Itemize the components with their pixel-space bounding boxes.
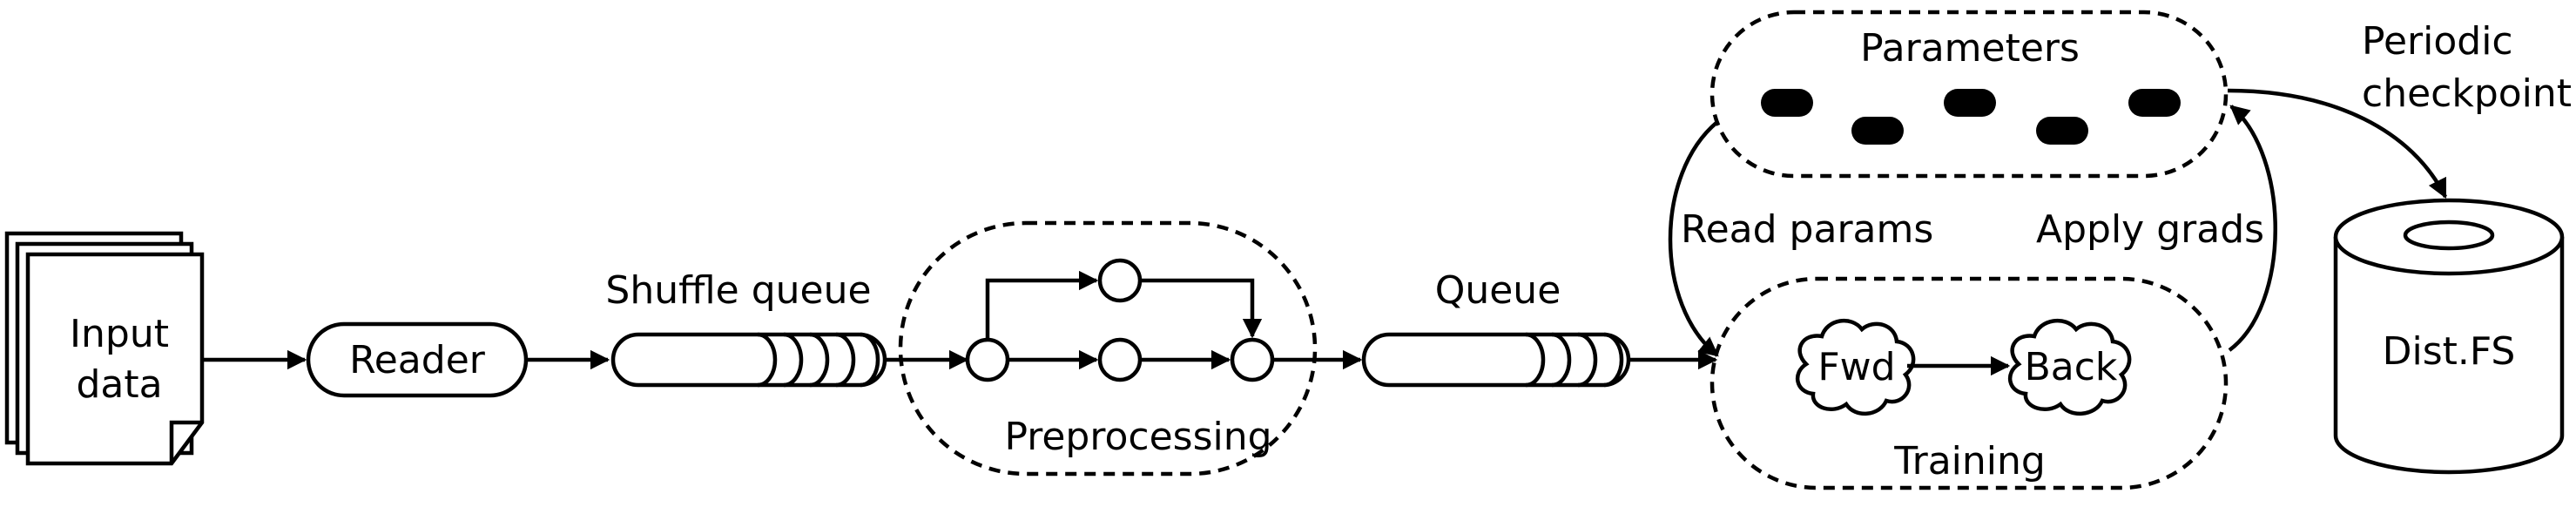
shuffle-queue-node: Shuffle queue — [605, 268, 887, 388]
input-data-document: Input data — [4, 231, 205, 466]
back-cloud — [2007, 318, 2132, 416]
arrow-read-params — [1668, 120, 1719, 357]
shuffle-queue-label: Shuffle queue — [605, 268, 871, 313]
input-data-label-line2: data — [76, 362, 162, 407]
arrow-apply-grads — [2228, 105, 2277, 352]
back-label: Back — [2025, 345, 2118, 389]
arrow-periodic-checkpoint — [2227, 88, 2448, 199]
parameters-label: Parameters — [1860, 26, 2080, 71]
periodic-label-line2: checkpoint — [2362, 71, 2572, 116]
training-group: Training Fwd Back — [1709, 276, 2229, 490]
prep-node-top — [1097, 258, 1143, 303]
param-pill-3 — [1944, 89, 1996, 117]
reader-node: Reader — [306, 321, 529, 398]
dist-fs-label: Dist.FS — [2383, 329, 2516, 374]
read-params-label: Read params — [1681, 207, 1933, 252]
preprocessing-group: Preprocessing — [898, 220, 1318, 477]
param-pill-4 — [2036, 117, 2088, 145]
prep-node-end — [1230, 337, 1275, 382]
preprocessing-label: Preprocessing — [1004, 415, 1271, 459]
prep-node-1 — [965, 337, 1010, 382]
param-pill-1 — [1761, 89, 1813, 117]
prep-node-mid — [1097, 337, 1143, 382]
queue-label: Queue — [1435, 268, 1561, 313]
fwd-cloud — [1795, 318, 1916, 416]
fwd-label: Fwd — [1817, 345, 1895, 389]
queue-node: Queue — [1361, 268, 1631, 388]
training-label: Training — [1893, 439, 2046, 483]
apply-grads-label: Apply grads — [2036, 207, 2264, 252]
param-pill-5 — [2128, 89, 2181, 117]
dist-fs-cylinder: Dist.FS — [2333, 198, 2565, 475]
periodic-label-line1: Periodic — [2362, 19, 2513, 64]
parameters-group: Parameters — [1709, 10, 2229, 179]
param-pill-2 — [1851, 117, 1904, 145]
input-data-label-line1: Input — [70, 312, 169, 356]
reader-label: Reader — [349, 338, 486, 382]
